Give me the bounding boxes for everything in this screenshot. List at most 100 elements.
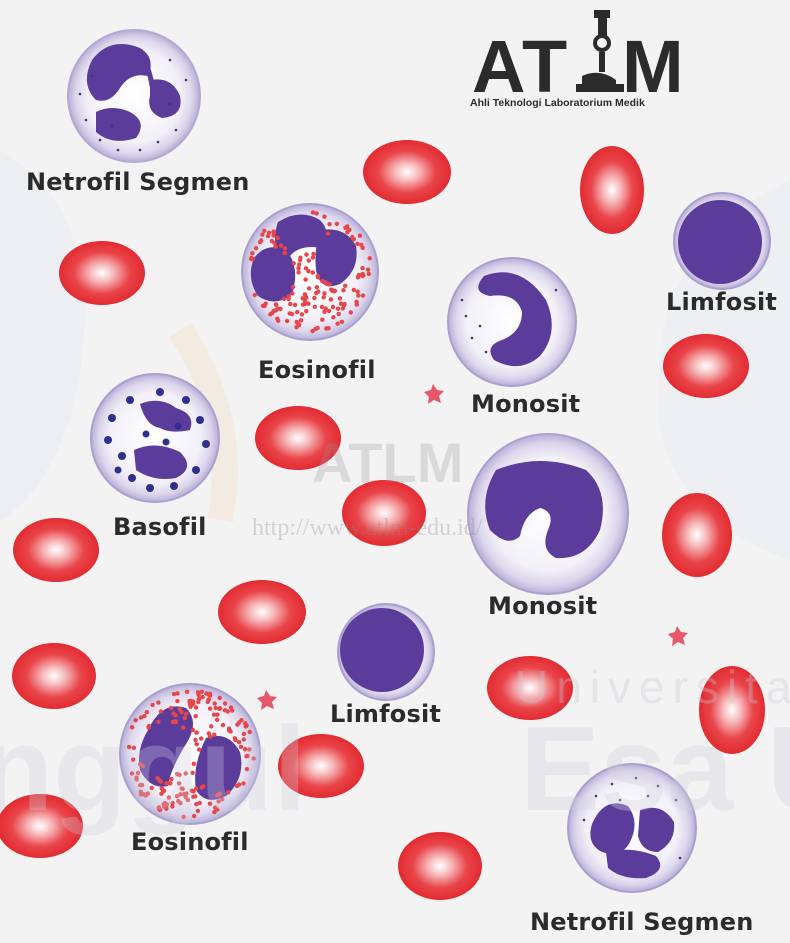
label-monosit-top: Monosit <box>471 390 580 418</box>
eosinophil-granule <box>326 231 330 235</box>
eosinophil-granule <box>327 222 331 226</box>
watermark-esa: Esa U <box>520 700 790 838</box>
eosinophil-granule <box>254 246 258 250</box>
eosinophil-granule <box>273 245 277 249</box>
eosinophil-granule <box>355 242 359 246</box>
eosinophil-granule <box>288 311 292 315</box>
eosinophil-granule <box>341 288 345 292</box>
eosinophil-granule <box>295 310 299 314</box>
label-eosinofil-top: Eosinofil <box>258 356 376 384</box>
platelet <box>668 626 688 646</box>
eosinophil-granule <box>335 322 339 326</box>
eosinophil-granule <box>207 693 211 697</box>
eosinophil-granule <box>366 268 370 272</box>
eosinophil-granule <box>345 224 349 228</box>
eosinophil-granule <box>313 327 317 331</box>
eosinophil-granule <box>320 318 324 322</box>
eosinophil-granule <box>267 231 271 235</box>
lymphocyte-right <box>674 193 770 289</box>
label-limfosit-center: Limfosit <box>330 700 441 728</box>
eosinophil-granule <box>272 241 276 245</box>
eosinophil-granule <box>352 237 356 241</box>
eosinophil-granule <box>316 289 320 293</box>
eosinophil-granule <box>311 255 315 259</box>
red-blood-cell <box>13 518 99 582</box>
eosinophil-granule <box>338 296 342 300</box>
red-blood-cell <box>580 146 644 234</box>
lymphocyte-center <box>338 604 434 700</box>
logo-subtitle: Ahli Teknologi Laboratorium Medik <box>470 97 645 109</box>
watermark-title: ATLM <box>312 430 463 495</box>
eosinophil-granule <box>300 312 304 316</box>
eosinophil-granule <box>282 297 286 301</box>
atlm-logo: A T M <box>472 10 684 108</box>
eosinophil-granule <box>303 277 307 281</box>
eosinophil-granule <box>307 286 311 290</box>
eosinophil-granule <box>324 306 328 310</box>
watermark-left-fragment: nggul <box>0 700 307 838</box>
eosinophil-granule <box>283 246 287 250</box>
eosinophil-granule <box>355 302 359 306</box>
label-limfosit-right: Limfosit <box>666 288 777 316</box>
eosinophil-granule <box>324 326 328 330</box>
label-netrofil-segmen-bottom: Netrofil Segmen <box>530 908 754 936</box>
eosinophil-granule <box>315 285 319 289</box>
eosinophil-granule <box>287 294 291 298</box>
eosinophil-granule <box>304 252 308 256</box>
eosinophil-granule <box>253 293 257 297</box>
logo-letter-m: M <box>622 25 684 108</box>
eosinophil-granule <box>285 319 289 323</box>
eosinophil-granule <box>275 317 279 321</box>
basophil <box>91 374 219 502</box>
eosinophil-granule <box>335 222 339 226</box>
eosinophil-granule <box>250 251 254 255</box>
label-eosinofil-bottom: Eosinofil <box>131 828 249 856</box>
eosinophil-granule <box>274 303 278 307</box>
eosinophil-granule <box>278 307 282 311</box>
eosinophil-granule <box>290 291 294 295</box>
logo-letter-a: A <box>472 25 525 108</box>
eosinophil-granule <box>295 320 299 324</box>
eosinophil-granule <box>296 270 300 274</box>
eosinophil-granule <box>264 302 268 306</box>
red-blood-cell <box>363 140 451 204</box>
eosinophil-granule <box>360 266 364 270</box>
label-monosit-big: Monosit <box>488 592 597 620</box>
eosinophil-granule <box>304 309 308 313</box>
eosinophil-granule <box>262 229 266 233</box>
eosinophil-granule <box>259 238 263 242</box>
eosinophil-granule <box>320 305 324 309</box>
red-blood-cell <box>59 241 145 305</box>
eosinophil-granule <box>336 307 340 311</box>
eosinophil-granule <box>307 258 311 262</box>
eosinophil-granule <box>322 295 326 299</box>
eosinophil-granule <box>260 232 264 236</box>
eosinophil-granule <box>175 691 179 695</box>
eosinophil-granule <box>272 309 276 313</box>
eosinophil-granule <box>343 284 347 288</box>
eosinophil-granule <box>331 305 335 309</box>
logo-letter-t: T <box>522 25 567 108</box>
eosinophil-granule <box>283 251 287 255</box>
eosinophil-granule <box>329 297 333 301</box>
eosinophil-granule <box>340 320 344 324</box>
eosinophil-granule <box>299 318 303 322</box>
red-blood-cell <box>218 580 306 644</box>
red-blood-cell <box>663 334 749 398</box>
platelet <box>424 384 444 404</box>
eosinophil-granule <box>314 211 318 215</box>
eosinophil-granule <box>279 243 283 247</box>
monocyte-big <box>468 434 628 594</box>
red-blood-cell <box>398 832 482 900</box>
eosinophil-granule <box>356 290 360 294</box>
eosinophil-granule <box>337 312 341 316</box>
eosinophil-granule <box>360 272 364 276</box>
eosinophil-granule <box>316 275 320 279</box>
eosinophil-granule <box>196 690 200 694</box>
eosinophil-granule <box>322 291 326 295</box>
eosinophil-granule <box>303 292 307 296</box>
eosinophil-granule <box>297 262 301 266</box>
eosinophil-granule <box>320 279 324 283</box>
eosinophil-granule <box>304 266 308 270</box>
